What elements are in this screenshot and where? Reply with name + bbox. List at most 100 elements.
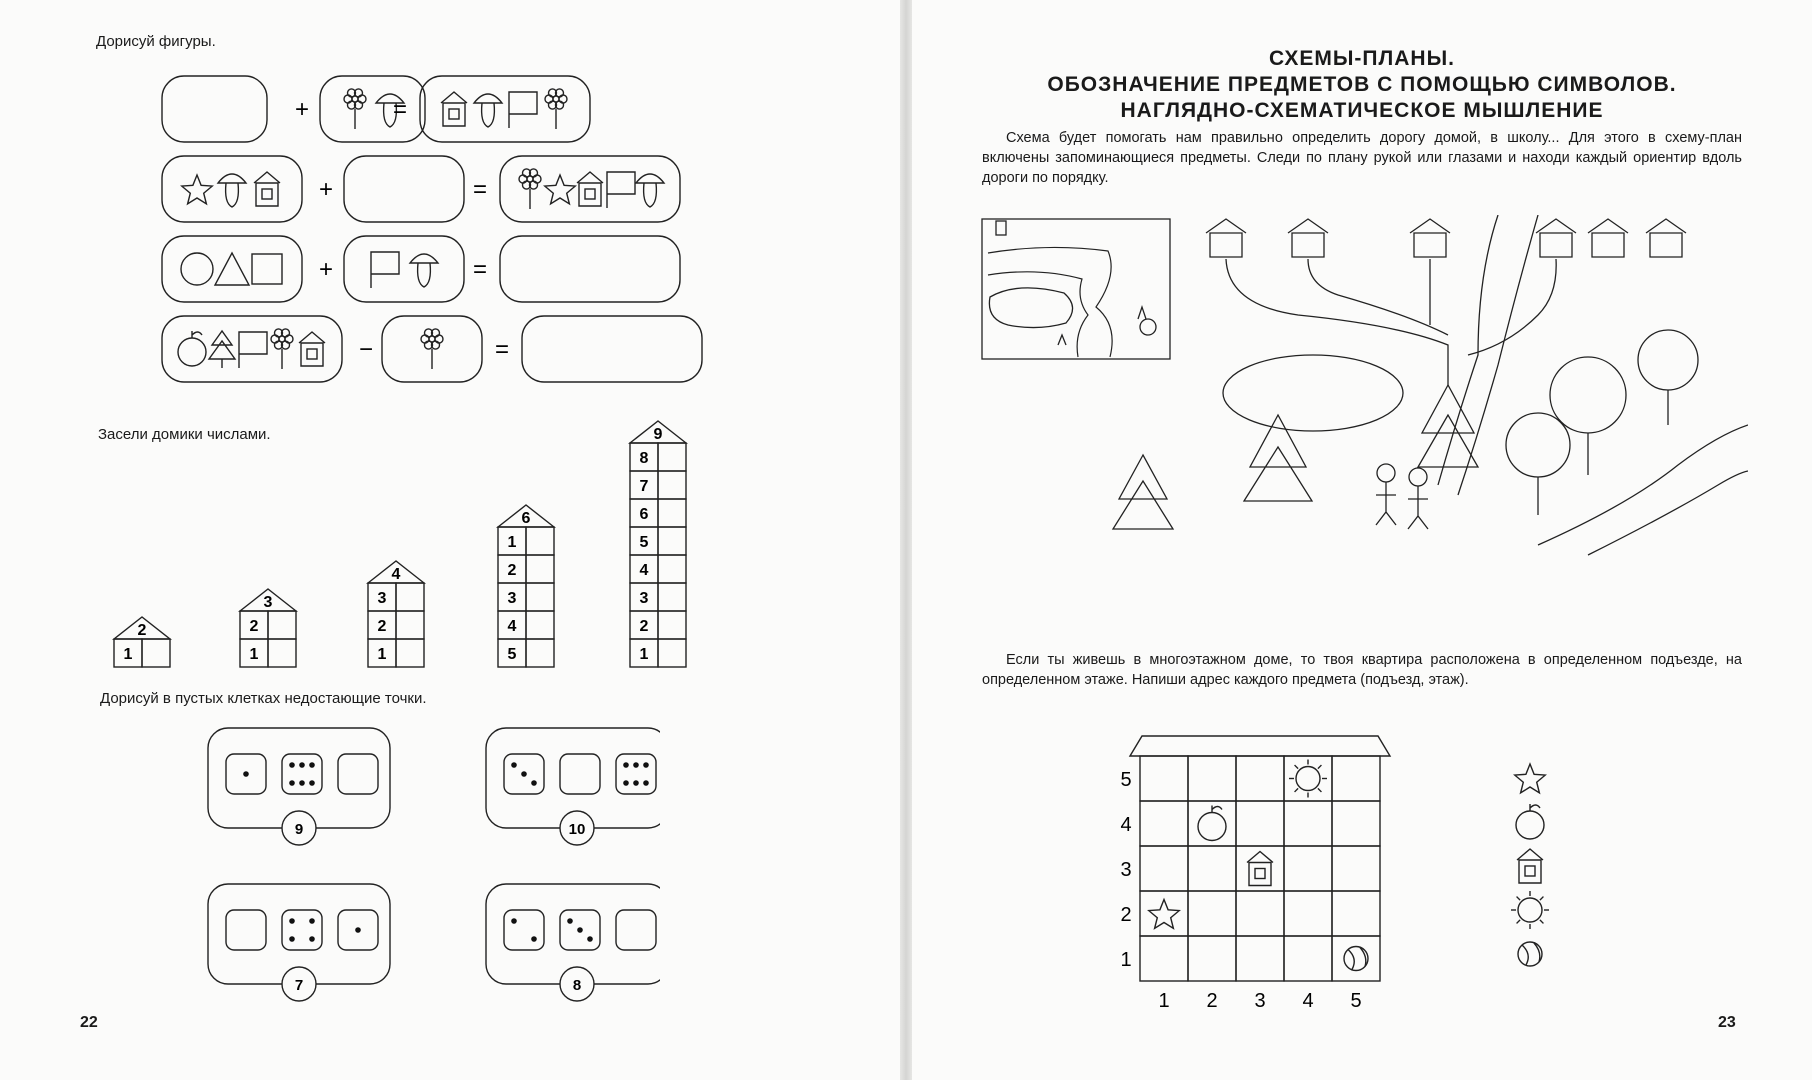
grid-cell[interactable]	[1283, 890, 1333, 937]
dice-total: 8	[573, 977, 581, 994]
flag-icon	[508, 91, 538, 128]
house-cell[interactable]	[525, 554, 555, 584]
grid-cell[interactable]	[1331, 935, 1381, 982]
mushroom-icon	[634, 173, 666, 208]
grid-cell[interactable]	[1139, 800, 1189, 847]
tree-icon	[207, 329, 237, 368]
grid-cell[interactable]	[1331, 890, 1381, 937]
house-cell-number: 6	[640, 506, 649, 523]
house-cell[interactable]	[525, 638, 555, 668]
grid-cell[interactable]	[1283, 845, 1333, 892]
book-gutter	[900, 0, 912, 1080]
floor-label: 5	[1120, 769, 1131, 791]
grid-cell[interactable]	[1235, 935, 1285, 982]
apple-icon	[1515, 804, 1545, 840]
number-house: 321	[237, 588, 299, 668]
house-cell-number: 1	[640, 646, 649, 663]
star-icon	[1513, 762, 1547, 795]
right-page	[912, 0, 1812, 1080]
empty-die[interactable]	[337, 753, 379, 795]
equation-box-result	[419, 75, 591, 143]
grid-cell[interactable]	[1139, 845, 1189, 892]
dice-card: 8	[485, 883, 660, 1002]
grid-cell[interactable]	[1283, 935, 1333, 982]
house-cell[interactable]	[267, 638, 297, 668]
entrance-label: 2	[1206, 990, 1217, 1012]
triangle-icon	[213, 251, 251, 286]
house-cell[interactable]	[657, 582, 687, 612]
house-cell[interactable]	[525, 582, 555, 612]
grid-cell[interactable]	[1139, 935, 1189, 982]
equation-row: −=	[161, 315, 703, 383]
flower-icon	[544, 88, 568, 129]
apple-icon	[177, 331, 207, 367]
house-cell[interactable]	[657, 470, 687, 500]
river	[1537, 424, 1748, 556]
pond	[1222, 354, 1404, 432]
die-face	[225, 753, 267, 795]
house-cell[interactable]	[141, 638, 171, 668]
house-cell-number: 1	[124, 646, 133, 663]
house-cell[interactable]	[395, 610, 425, 640]
house-cell[interactable]	[657, 442, 687, 472]
grid-cell[interactable]	[1235, 890, 1285, 937]
flower-icon	[270, 328, 294, 369]
equation-box-left[interactable]	[161, 75, 268, 143]
page-number-left: 22	[80, 1014, 98, 1031]
empty-die[interactable]	[615, 909, 657, 951]
grid-cell[interactable]	[1139, 755, 1189, 802]
house-cell[interactable]	[657, 554, 687, 584]
equals-sign: =	[495, 336, 509, 363]
mushroom-icon	[472, 93, 504, 128]
grid-cell[interactable]	[1235, 755, 1285, 802]
flower-icon	[343, 88, 367, 129]
grid-cell[interactable]	[1331, 800, 1381, 847]
die-face	[337, 909, 379, 951]
page-number-right: 23	[1718, 1014, 1736, 1031]
house-icon	[1246, 850, 1274, 887]
grid-cell[interactable]	[1187, 845, 1237, 892]
house-cell[interactable]	[657, 526, 687, 556]
house-cell[interactable]	[657, 498, 687, 528]
number-house: 21	[111, 616, 173, 668]
legend-ball-icon	[1517, 941, 1543, 967]
grid-cell[interactable]	[1187, 755, 1237, 802]
empty-die[interactable]	[559, 753, 601, 795]
house-cell-number: 3	[640, 590, 649, 607]
equation-row: +=	[161, 155, 681, 223]
house-cell[interactable]	[395, 582, 425, 612]
house-cell-number: 1	[250, 646, 259, 663]
empty-die[interactable]	[225, 909, 267, 951]
grid-cell[interactable]	[1331, 755, 1381, 802]
equation-box-right[interactable]	[343, 155, 465, 223]
house-cell-number: 1	[508, 534, 517, 551]
operator-sign: +	[295, 96, 309, 123]
equals-sign: =	[473, 176, 487, 203]
grid-cell[interactable]	[1283, 800, 1333, 847]
house-cell[interactable]	[525, 610, 555, 640]
house-cell[interactable]	[657, 610, 687, 640]
house-cell-number: 2	[508, 562, 517, 579]
house-cell[interactable]	[267, 610, 297, 640]
grid-cell[interactable]	[1187, 890, 1237, 937]
mushroom-icon	[374, 93, 406, 128]
house-cell-number: 1	[378, 646, 387, 663]
houses-row	[1205, 218, 1687, 258]
flag-icon	[370, 251, 400, 288]
house-cell[interactable]	[395, 638, 425, 668]
grid-cell[interactable]	[1235, 800, 1285, 847]
house-cell[interactable]	[525, 526, 555, 556]
equation-box-result[interactable]	[499, 235, 681, 303]
house-cell-number: 3	[378, 590, 387, 607]
entrance-label: 1	[1158, 990, 1169, 1012]
house-icon	[576, 171, 604, 207]
die-face	[503, 753, 545, 795]
grid-cell[interactable]	[1187, 935, 1237, 982]
grid-cell[interactable]	[1331, 845, 1381, 892]
equation-box-result[interactable]	[521, 315, 703, 383]
house-cell[interactable]	[657, 638, 687, 668]
dice-card: 9	[207, 727, 391, 846]
